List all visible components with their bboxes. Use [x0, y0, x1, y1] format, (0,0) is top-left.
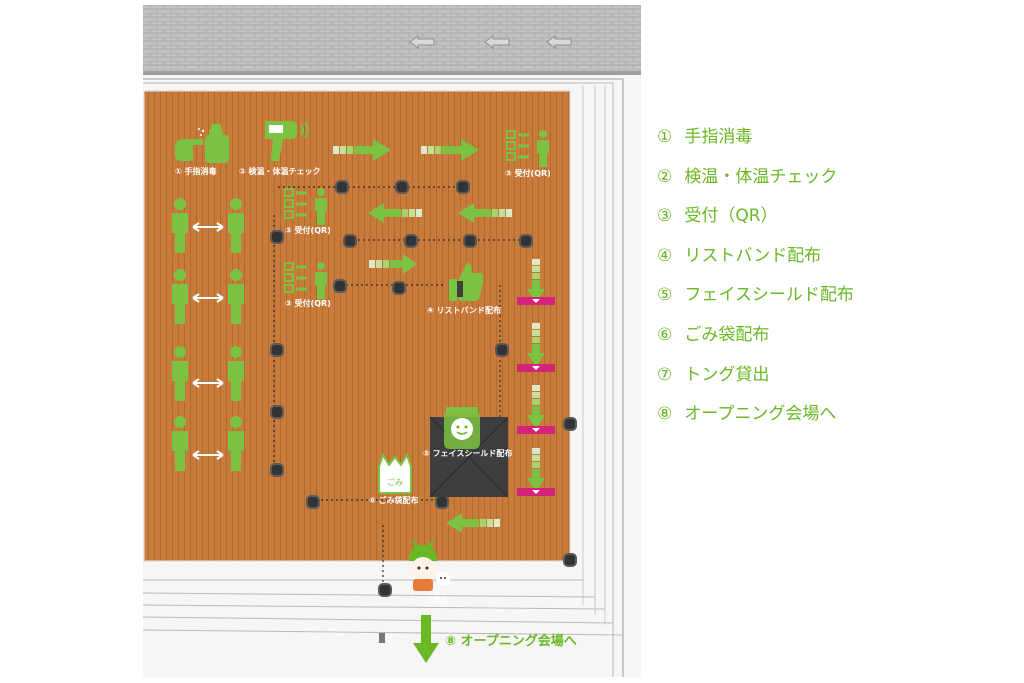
legend-item: ② 検温・体温チェック	[657, 166, 838, 187]
flow-arrow-left-icon	[458, 203, 512, 223]
social-distance-pair	[172, 416, 244, 471]
rope-post	[333, 279, 347, 293]
rope-post	[495, 343, 509, 357]
station-label-reception-1: ③ 受付(QR)	[505, 169, 551, 178]
rope-post	[463, 234, 477, 248]
rope-post	[563, 553, 577, 567]
face-shield-icon	[444, 407, 480, 449]
rope-post	[378, 583, 392, 597]
wristband-thumbs-up-icon	[449, 263, 484, 301]
legend-item: ⑦ トング貸出	[657, 364, 770, 385]
station-label-opening: ⑧ オープニング会場へ	[445, 634, 577, 649]
rope-post	[335, 180, 349, 194]
station-label-temp-check: ② 検温・体温チェック	[239, 167, 321, 176]
garbage-bag-icon: ごみ	[378, 453, 412, 494]
station-label-tongs: ⑦ トング貸出	[399, 596, 449, 605]
flow-arrow-down-icon	[527, 323, 545, 367]
rope-post	[404, 234, 418, 248]
roof-arrow-icon	[409, 35, 435, 49]
legend-item: ① 手指消毒	[657, 127, 753, 147]
social-distance-pair	[172, 198, 244, 253]
social-distance-pair	[172, 346, 244, 401]
rope-post	[270, 463, 284, 477]
legend-item: ⑧ オープニング会場へ	[657, 404, 837, 425]
pink-floor-marker	[517, 364, 555, 372]
flow-arrow-left-icon	[368, 203, 422, 223]
garbage-bag-text: ごみ	[387, 477, 403, 487]
rope-post	[270, 230, 284, 244]
pink-floor-marker	[517, 488, 555, 496]
rope-post	[563, 417, 577, 431]
roof-arrow-icon	[484, 35, 510, 49]
legend-item: ③ 受付（QR）	[657, 206, 778, 227]
rope-post	[270, 343, 284, 357]
flow-arrow-down-icon	[527, 259, 545, 303]
rope-post	[343, 234, 357, 248]
roof-arrow-icon	[546, 35, 572, 49]
pink-floor-marker	[517, 426, 555, 434]
opening-arrow-down-icon	[413, 615, 439, 663]
building-outline	[143, 78, 624, 677]
rope-post	[306, 495, 320, 509]
legend-item: ④ リストバンド配布	[657, 245, 822, 266]
station-label-reception-3: ③ 受付(QR)	[285, 299, 331, 308]
rope-post	[519, 234, 533, 248]
rope-post	[270, 405, 284, 419]
station-label-reception-2: ③ 受付(QR)	[285, 226, 331, 235]
reception-checklist-icon	[284, 188, 327, 225]
flow-arrow-right-icon	[333, 139, 391, 161]
hand-sanitizer-icon	[175, 124, 229, 163]
flow-arrow-right-icon	[369, 254, 417, 274]
rope-post	[379, 633, 385, 643]
flow-arrow-right-icon	[421, 139, 479, 161]
rope-post	[456, 180, 470, 194]
flow-arrow-down-icon	[527, 448, 545, 492]
legend-item: ⑤ フェイスシールド配布	[657, 285, 854, 306]
flow-arrow-left-icon	[446, 513, 500, 533]
pink-floor-marker	[517, 297, 555, 305]
mascot-icon	[409, 539, 450, 591]
queue-rope-lines	[273, 186, 523, 585]
station-label-garbage-bag: ⑥ ごみ袋配布	[369, 496, 419, 505]
flow-arrow-down-icon	[527, 385, 545, 429]
venue-map: ① 手指消毒 ② 検温・体温チェック ③ 受付(QR) ③ 受付(QR) ③ 受…	[143, 5, 641, 677]
station-label-sanitize: ① 手指消毒	[175, 167, 217, 176]
station-label-face-shield: ⑤ フェイスシールド配布	[423, 449, 513, 458]
rope-post	[392, 281, 406, 295]
reception-checklist-icon	[284, 262, 327, 299]
social-distance-pair	[172, 269, 244, 324]
rope-post	[435, 495, 449, 509]
rope-post	[395, 180, 409, 194]
station-label-wristband: ④ リストバンド配布	[427, 306, 501, 315]
legend-item: ⑥ ごみ袋配布	[657, 324, 770, 345]
reception-checklist-icon	[506, 130, 549, 167]
legend: ① 手指消毒 ② 検温・体温チェック ③ 受付（QR） ④ リストバンド配布 ⑤…	[657, 122, 854, 439]
thermometer-icon	[265, 121, 309, 161]
